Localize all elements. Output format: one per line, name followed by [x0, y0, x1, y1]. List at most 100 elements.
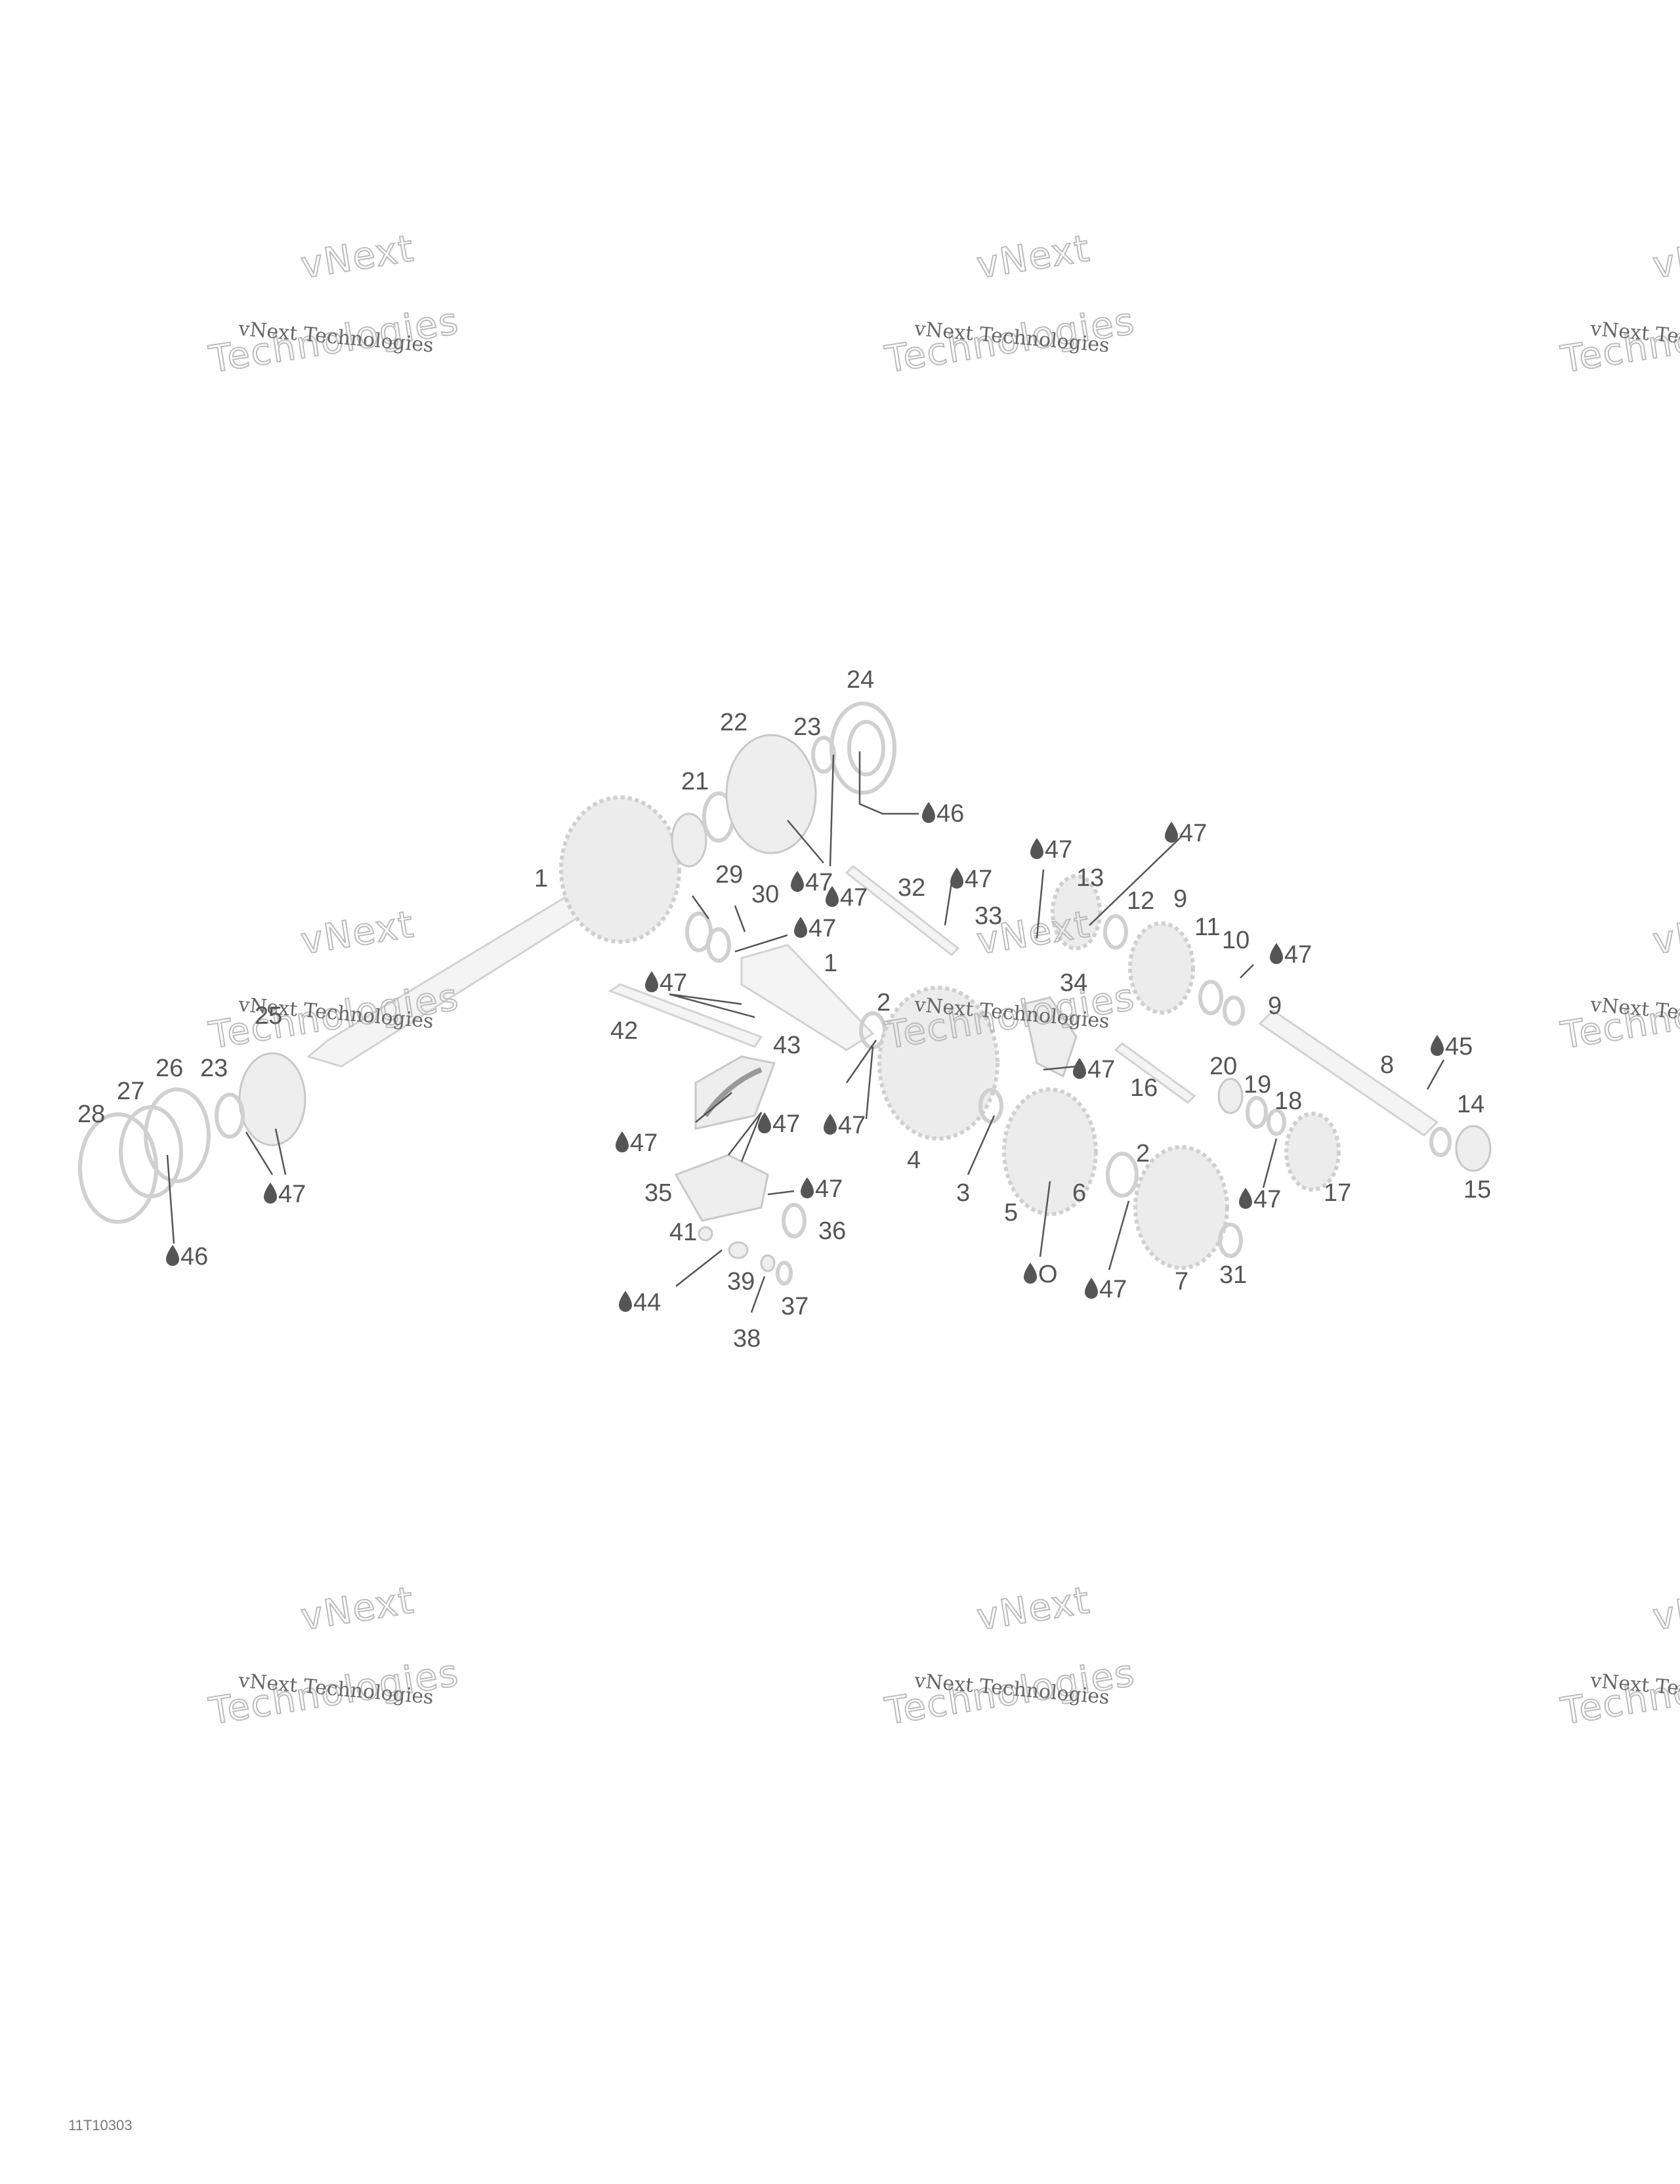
part-39: [728, 1241, 749, 1259]
callout-41: 41: [669, 1219, 697, 1246]
oil-drop-icon: [791, 871, 804, 892]
oil-drop-icon: [801, 1177, 814, 1198]
callout-32: 32: [898, 874, 925, 902]
ring-9: [1223, 996, 1245, 1026]
lube-callout-47-b: 47: [794, 915, 836, 942]
callout-14: 14: [1457, 1091, 1484, 1118]
callout-11: 11: [1194, 914, 1220, 941]
watermark-r3c2: vNext Technologies vNext Technologies: [881, 1578, 1139, 1734]
callout-36: 36: [818, 1217, 846, 1245]
callout-24: 24: [847, 666, 874, 694]
oil-drop-icon: [619, 1291, 632, 1312]
callout-25: 25: [255, 1002, 282, 1030]
lube-callout-47-l: 47: [801, 1175, 843, 1203]
callout-16: 16: [1130, 1074, 1158, 1102]
callout-17: 17: [1324, 1179, 1351, 1207]
gear-11: [1128, 921, 1195, 1015]
callout-1-pinion-shaft: 1: [824, 950, 837, 977]
watermark-r1c2: vNext Technologies vNext Technologies: [881, 226, 1139, 382]
svg-text:46: 46: [180, 1243, 208, 1270]
svg-text:47: 47: [1284, 941, 1312, 969]
watermark-r2c3: vNext Technologies vNext Technologies: [1557, 902, 1680, 1058]
main-shaft-flange: [671, 812, 707, 868]
svg-text:47: 47: [808, 915, 836, 942]
lube-callout-44: 44: [619, 1289, 661, 1316]
oil-drop-icon: [824, 1114, 837, 1135]
leader-lines: [166, 751, 1445, 1313]
callout-19: 19: [1244, 1071, 1271, 1099]
callout-6: 6: [1072, 1179, 1086, 1207]
shaft-8: [1258, 1009, 1439, 1137]
callout-42: 42: [610, 1017, 638, 1045]
svg-text:vNext: vNext: [298, 227, 417, 287]
svg-text:47: 47: [965, 866, 992, 893]
gear-13: [1051, 874, 1102, 950]
spacer-2-lower: [1106, 1152, 1139, 1198]
lube-callout-45: 45: [1431, 1033, 1473, 1060]
svg-text:vNext: vNext: [298, 903, 417, 963]
oil-drop-icon: [1073, 1058, 1086, 1079]
oil-drop-icon: [1024, 1263, 1037, 1284]
watermark-r3c3: vNext Technologies vNext Technologies: [1557, 1578, 1680, 1734]
callout-13: 13: [1076, 864, 1104, 892]
svg-text:47: 47: [805, 869, 833, 896]
callout-37: 37: [781, 1293, 808, 1320]
oil-drop-icon: [1030, 838, 1043, 859]
oil-drop-icon: [1239, 1188, 1252, 1209]
callout-20: 20: [1209, 1053, 1237, 1080]
callout-9-top: 9: [1173, 885, 1187, 913]
svg-text:47: 47: [1253, 1186, 1281, 1213]
watermark-r3c1: vNext Technologies vNext Technologies: [205, 1578, 463, 1734]
ring-37: [776, 1261, 793, 1286]
oil-drop-icon: [794, 917, 807, 938]
parts-artwork: [78, 702, 1492, 1286]
callout-8: 8: [1380, 1051, 1394, 1079]
pinion-shaft: [740, 944, 875, 1051]
ring-10: [1198, 980, 1223, 1015]
callout-4: 4: [907, 1146, 921, 1174]
lube-callout-47-m: 47: [1239, 1186, 1281, 1213]
ring-18: [1267, 1108, 1286, 1136]
oil-drop-icon: [645, 971, 658, 992]
svg-text:47: 47: [840, 884, 868, 912]
ring-19: [1246, 1096, 1268, 1129]
ring-12: [1103, 914, 1128, 950]
callout-39: 39: [727, 1268, 755, 1295]
ring-23-top: [811, 736, 836, 774]
watermark-r1c3: vNext Technologies vNext Technologies: [1557, 226, 1680, 382]
bushing-20: [1217, 1078, 1244, 1114]
lever-42: [608, 983, 763, 1048]
callout-31: 31: [1219, 1261, 1247, 1289]
callout-10: 10: [1222, 927, 1250, 954]
svg-text:vNext: vNext: [298, 1579, 417, 1639]
bracket-43-slot: [703, 1067, 763, 1118]
callout-2-upper: 2: [877, 989, 891, 1017]
svg-text:47: 47: [772, 1110, 800, 1138]
callout-1-main-shaft: 1: [534, 865, 548, 892]
bearing-15: [1455, 1125, 1492, 1172]
svg-text:44: 44: [633, 1289, 661, 1316]
callout-23-left: 23: [200, 1055, 228, 1082]
callout-7: 7: [1175, 1268, 1188, 1295]
callout-27: 27: [117, 1078, 144, 1105]
svg-text:47: 47: [278, 1181, 306, 1208]
svg-text:47: 47: [1087, 1056, 1115, 1083]
rod-32: [845, 865, 960, 956]
svg-text:47: 47: [1179, 820, 1207, 847]
callout-28: 28: [77, 1101, 105, 1128]
callout-38: 38: [733, 1325, 761, 1353]
lube-callout-47-j: 47: [758, 1110, 800, 1138]
callout-2-lower: 2: [1136, 1140, 1150, 1167]
ring-14: [1429, 1127, 1452, 1157]
lube-callout-O: O: [1024, 1261, 1058, 1288]
oil-drop-icon: [1165, 822, 1178, 843]
svg-text:vNext: vNext: [974, 227, 1093, 287]
callout-12: 12: [1127, 887, 1154, 915]
lube-callout-47-f: 47: [1270, 941, 1312, 969]
gear-17: [1284, 1112, 1341, 1192]
callout-33: 33: [975, 902, 1002, 930]
callout-43: 43: [773, 1032, 801, 1059]
lube-callout-47-c: 47: [950, 866, 992, 893]
svg-text:O: O: [1038, 1261, 1058, 1288]
